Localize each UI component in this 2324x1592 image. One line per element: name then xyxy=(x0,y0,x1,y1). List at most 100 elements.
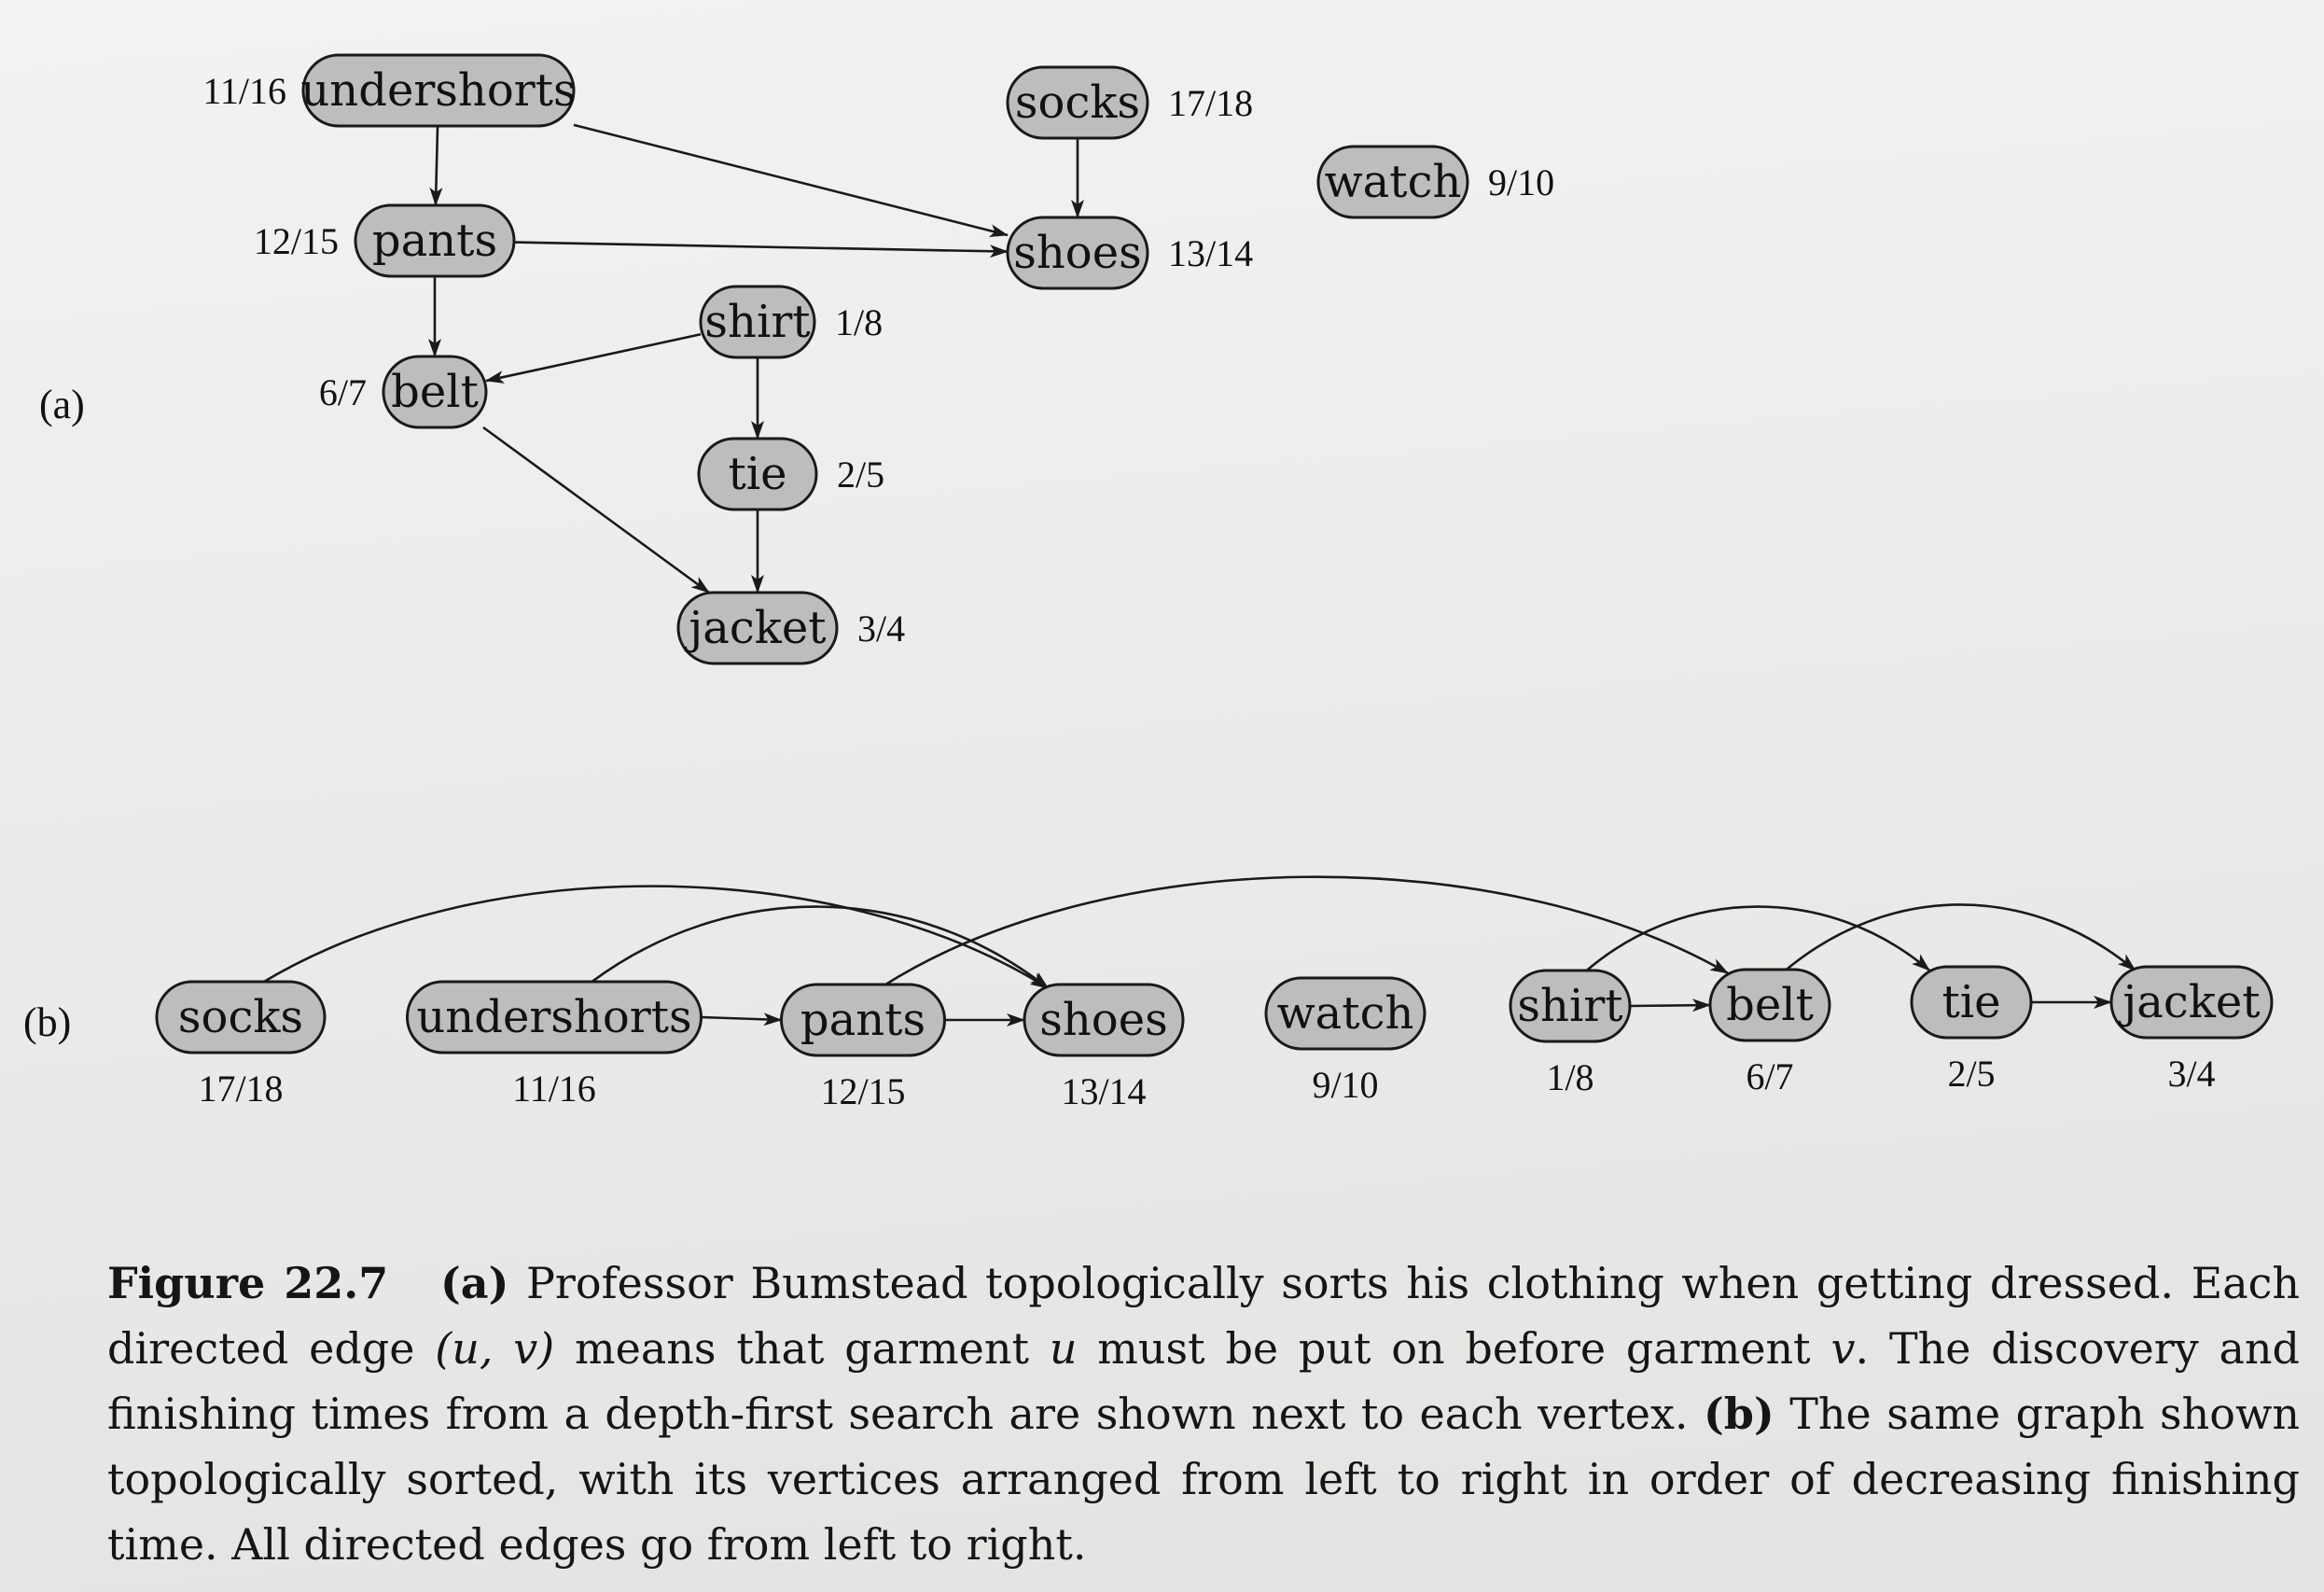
vertex-shoes-label: shoes xyxy=(1013,227,1141,279)
vertex-shirt-shape xyxy=(699,285,816,359)
vertex-tie-times-b: 2/5 xyxy=(1947,1053,1995,1095)
panel-a-edges xyxy=(428,123,1084,594)
vertex-watch-shape xyxy=(1264,976,1426,1051)
vertex-undershorts-times-a: 11/16 xyxy=(202,70,286,112)
vertex-undershorts-shape xyxy=(406,980,703,1054)
panel-b-edges xyxy=(259,875,2136,1026)
vertex-pants-times-a: 12/15 xyxy=(254,220,339,262)
vertex-undershorts-shape xyxy=(301,53,576,128)
vertex-shoes-a: shoes xyxy=(1006,216,1149,290)
panel-a-label: (a) xyxy=(39,382,85,427)
vertex-belt-a: belt xyxy=(382,355,488,429)
vertex-tie-times-a: 2/5 xyxy=(837,454,884,496)
vertex-belt-b: belt xyxy=(1708,968,1831,1042)
vertex-shoes-b: shoes xyxy=(1023,983,1185,1057)
vertex-shirt-b: shirt xyxy=(1509,969,1632,1043)
vertex-belt-label: belt xyxy=(391,366,479,418)
vertex-pants-shape xyxy=(780,983,946,1057)
vertex-shoes-times-a: 13/14 xyxy=(1168,232,1253,274)
vertex-undershorts-b: undershorts xyxy=(406,980,703,1054)
edge-undershorts-to-shoes-a xyxy=(573,123,1009,238)
vertex-shirt-label: shirt xyxy=(1517,980,1622,1032)
vertex-jacket-times-b: 3/4 xyxy=(2167,1053,2215,1095)
vertex-pants-b: pants xyxy=(780,983,946,1057)
vertex-belt-shape xyxy=(1708,968,1831,1042)
vertex-tie-shape xyxy=(1910,965,2033,1040)
vertex-shirt-label: shirt xyxy=(704,296,810,348)
edge-belt-to-jacket-b xyxy=(1783,903,2136,972)
caption-edge-notation: (u, v) xyxy=(435,1323,555,1374)
vertex-shirt-times-b: 1/8 xyxy=(1546,1056,1593,1098)
vertex-pants-times-b: 12/15 xyxy=(820,1070,905,1112)
topological-sort-figure: (a) (b) undershorts 11/16 socks 17/18 watch 9… xyxy=(23,53,2274,1112)
vertex-jacket-label: jacket xyxy=(684,602,826,654)
edge-pants-to-belt-b xyxy=(882,875,1730,988)
vertex-tie-label: tie xyxy=(728,448,786,500)
panel-b-label: (b) xyxy=(23,999,71,1045)
caption-text-4: . The discovery and finishing times from… xyxy=(107,1323,2301,1439)
vertex-jacket-shape xyxy=(676,591,839,665)
vertex-watch-times-b: 9/10 xyxy=(1312,1064,1378,1106)
vertex-socks-times-b: 17/18 xyxy=(198,1068,283,1110)
vertex-belt-times-b: 6/7 xyxy=(1746,1055,1793,1097)
vertex-jacket-times-a: 3/4 xyxy=(857,607,905,649)
vertex-shoes-shape xyxy=(1023,983,1185,1057)
vertex-socks-b: socks xyxy=(155,980,327,1054)
edge-belt-to-jacket-a xyxy=(482,426,710,594)
panel-a-nodes: undershorts 11/16 socks 17/18 watch 9/10 pants… xyxy=(202,53,1554,665)
caption-text-3: must be put on before garment xyxy=(1077,1323,1831,1374)
vertex-pants-shape xyxy=(354,203,516,278)
caption-text-2: means that garment xyxy=(554,1323,1050,1374)
vertex-belt-label: belt xyxy=(1726,979,1814,1031)
vertex-tie-b: tie xyxy=(1910,965,2033,1040)
edge-undershorts-to-pants-a xyxy=(429,125,443,206)
caption-part-a-marker: (a) xyxy=(440,1258,509,1308)
vertex-watch-times-a: 9/10 xyxy=(1488,161,1554,203)
vertex-watch-a: watch xyxy=(1316,145,1469,219)
caption-text-5: The same graph shown topologically sorte… xyxy=(107,1389,2300,1570)
panel-b-nodes: socks 17/18 undershorts 11/16 pants 12/15 shoe… xyxy=(155,965,2274,1112)
caption-part-b-marker: (b) xyxy=(1704,1389,1774,1439)
edge-undershorts-to-pants-b xyxy=(701,1012,783,1026)
vertex-watch-label: watch xyxy=(1325,156,1462,208)
vertex-socks-times-a: 17/18 xyxy=(1168,82,1253,124)
vertex-tie-a: tie xyxy=(697,437,818,511)
vertex-pants-label: pants xyxy=(372,215,497,267)
edge-undershorts-to-shoes-b xyxy=(589,905,1050,990)
vertex-socks-a: socks xyxy=(1006,65,1149,140)
vertex-belt-shape xyxy=(382,355,488,429)
vertex-jacket-b: jacket xyxy=(2109,965,2274,1040)
vertex-watch-label: watch xyxy=(1277,987,1414,1040)
vertex-undershorts-label: undershorts xyxy=(416,991,691,1043)
vertex-tie-shape xyxy=(697,437,818,511)
edge-shirt-to-belt-a xyxy=(485,332,702,384)
caption-var-v: v xyxy=(1830,1323,1856,1374)
vertex-shoes-label: shoes xyxy=(1039,994,1167,1046)
vertex-undershorts-times-b: 11/16 xyxy=(512,1068,596,1110)
edge-shirt-to-belt-b xyxy=(1629,998,1711,1012)
vertex-undershorts-label: undershorts xyxy=(300,64,576,117)
edge-pants-to-shoes-a xyxy=(513,241,1009,258)
vertex-shoes-times-b: 13/14 xyxy=(1061,1070,1146,1112)
vertex-socks-shape xyxy=(1006,65,1149,140)
vertex-socks-shape xyxy=(155,980,327,1054)
vertex-jacket-a: jacket xyxy=(676,591,839,665)
vertex-shirt-a: shirt xyxy=(699,285,816,359)
edge-shirt-to-tie-b xyxy=(1583,905,1931,973)
vertex-pants-a: pants xyxy=(354,203,516,278)
figure-caption: Figure 22.7 (a) Professor Bumstead topol… xyxy=(107,1250,2300,1577)
edge-socks-to-shoes-b xyxy=(259,885,1050,990)
caption-text-1: Professor Bumstead topologically sorts h… xyxy=(107,1258,2301,1374)
vertex-watch-shape xyxy=(1316,145,1469,219)
vertex-tie-label: tie xyxy=(1941,976,2000,1028)
vertex-undershorts-a: undershorts xyxy=(300,53,577,128)
vertex-shoes-shape xyxy=(1006,216,1149,290)
vertex-watch-b: watch xyxy=(1264,976,1426,1051)
caption-var-u: u xyxy=(1049,1323,1078,1374)
vertex-socks-label: socks xyxy=(1015,77,1140,129)
vertex-shirt-shape xyxy=(1509,969,1632,1043)
vertex-jacket-shape xyxy=(2109,965,2274,1040)
vertex-belt-times-a: 6/7 xyxy=(319,371,367,413)
vertex-socks-label: socks xyxy=(178,991,303,1043)
